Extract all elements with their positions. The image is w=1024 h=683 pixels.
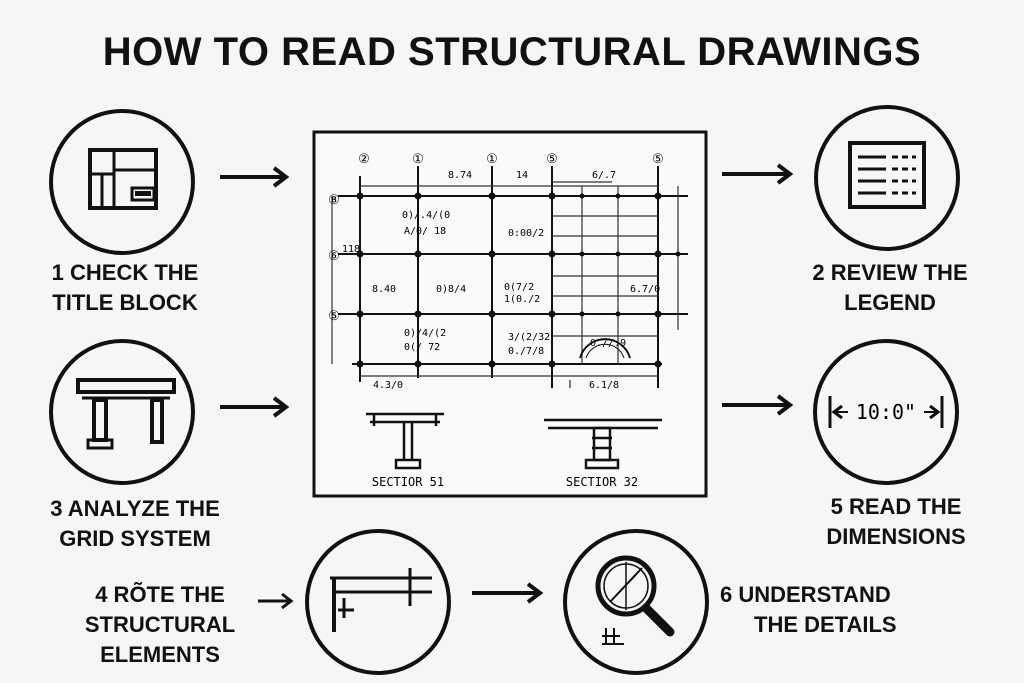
cell-note: 1(0./2 bbox=[504, 294, 540, 305]
dimension-text: 8.74 bbox=[448, 170, 472, 181]
cell-note: 0)/.4/(0 bbox=[402, 210, 450, 221]
step-3-label: 3 ANALYZE THE GRID SYSTEM bbox=[38, 494, 232, 554]
cell-note: 0)8/4 bbox=[436, 284, 466, 295]
step-3-line-1: 3 ANALYZE THE bbox=[50, 496, 220, 521]
legend-icon bbox=[814, 105, 960, 251]
step-1-label: 1 CHECK THE TITLE BLOCK bbox=[40, 258, 210, 318]
dimension-text: 4.3/0 bbox=[373, 380, 403, 391]
grid-bubble: ⑤ bbox=[328, 309, 340, 324]
step-4-line-1: 4 RÕTE THE bbox=[95, 582, 225, 607]
beam-column-icon bbox=[49, 339, 195, 485]
cell-note: 0(7/2 bbox=[504, 282, 534, 293]
step-4-line-3: ELEMENTS bbox=[100, 642, 220, 667]
section-label: SECTIOR 51 bbox=[372, 475, 444, 489]
arrow-right-icon bbox=[258, 592, 294, 610]
grid-bubble: ⑤ bbox=[546, 152, 558, 167]
step-1-line-2: TITLE BLOCK bbox=[52, 290, 198, 315]
section-label: SECTIOR 32 bbox=[566, 475, 638, 489]
title-block-icon bbox=[49, 109, 195, 255]
cell-note: 8.40 bbox=[372, 284, 396, 295]
cell-note: 0:00/2 bbox=[508, 228, 544, 239]
dimension-icon: 10:0" bbox=[813, 339, 959, 485]
cell-note: 118 bbox=[342, 244, 360, 255]
step-6-line-1: 6 UNDERSTAND bbox=[720, 582, 891, 607]
step-4-line-2: STRUCTURAL bbox=[84, 612, 236, 637]
grid-bubble: ⑧ bbox=[328, 193, 340, 208]
cell-note: 0(/ 72 bbox=[404, 342, 440, 353]
dimension-text: 6/.7 bbox=[592, 170, 616, 181]
magnifier-icon bbox=[563, 529, 709, 675]
step-3-line-2: GRID SYSTEM bbox=[59, 526, 211, 551]
grid-bubble: ① bbox=[486, 152, 498, 167]
structural-drawing: ② ① ① ⑤ ⑤ ⑧ ⑥ ⑤ 8.74 14 6/.7 0)/.4/(0 A/… bbox=[312, 130, 708, 498]
cell-note: 6.7/0 bbox=[630, 284, 660, 295]
cell-note: A/0/ 18 bbox=[404, 226, 446, 237]
cell-note: 0.//.9 bbox=[590, 338, 626, 349]
step-6-label: 6 UNDERSTAND THE DETAILS bbox=[720, 580, 930, 640]
step-5-line-2: DIMENSIONS bbox=[826, 524, 966, 549]
step-2-label: 2 REVIEW THE LEGEND bbox=[800, 258, 980, 318]
cell-note: 3/(2/32 bbox=[508, 332, 550, 343]
arrow-right-icon bbox=[220, 166, 290, 188]
grid-bubble: ⑥ bbox=[328, 249, 340, 264]
grid-bubble: ② bbox=[358, 152, 370, 167]
cell-note: 0./7/8 bbox=[508, 346, 544, 357]
arrow-right-icon bbox=[722, 394, 794, 416]
structural-elements-icon bbox=[305, 529, 451, 675]
grid-bubble: ① bbox=[412, 152, 424, 167]
grid-bubble: ⑤ bbox=[652, 152, 664, 167]
arrow-right-icon bbox=[220, 396, 290, 418]
arrow-right-icon bbox=[472, 582, 544, 604]
step-4-label: 4 RÕTE THE STRUCTURAL ELEMENTS bbox=[70, 580, 250, 670]
dimension-text: 6.1/8 bbox=[589, 380, 619, 391]
step-2-line-2: LEGEND bbox=[844, 290, 936, 315]
step-5-line-1: 5 READ THE bbox=[830, 494, 962, 519]
page-title: HOW TO READ STRUCTURAL DRAWINGS bbox=[102, 30, 922, 74]
step-6-line-2: THE DETAILS bbox=[754, 612, 897, 637]
step-5-label: 5 READ THE DIMENSIONS bbox=[806, 492, 986, 552]
dimension-value: 10:0" bbox=[856, 400, 916, 424]
step-2-line-1: 2 REVIEW THE bbox=[812, 260, 968, 285]
step-1-line-1: 1 CHECK THE bbox=[51, 260, 199, 285]
dimension-text: 14 bbox=[516, 170, 528, 181]
cell-note: 0)/4/(2 bbox=[404, 328, 446, 339]
arrow-right-icon bbox=[722, 163, 794, 185]
